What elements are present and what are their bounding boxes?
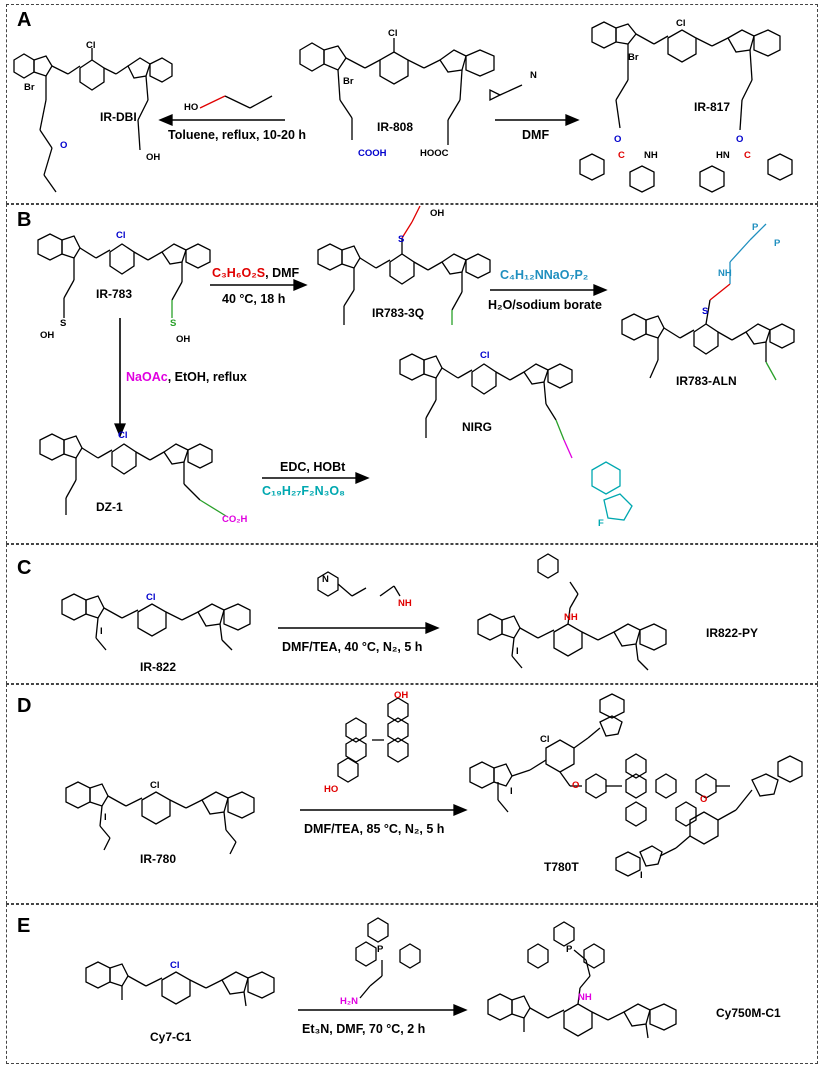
- ir-dbi-label: IR-DBI: [100, 110, 137, 124]
- ir808-hooc: HOOC: [420, 148, 449, 159]
- ir-dbi-br: Br: [24, 82, 35, 93]
- panel-d-conditions: DMF/TEA, 85 °C, N₂, 5 h: [304, 822, 445, 836]
- ir783-label: IR-783: [96, 287, 133, 301]
- panel-label-e: E: [17, 915, 31, 937]
- nirg-f: F: [598, 518, 604, 529]
- cond1-solvent: , DMF: [265, 266, 300, 280]
- ir780-i: I: [104, 812, 107, 823]
- ir783-aln-label: IR783-ALN: [676, 374, 737, 388]
- t780t-label: T780T: [544, 860, 579, 874]
- ir783-oh2: OH: [176, 334, 191, 345]
- ir-dbi-cl: Cl: [86, 40, 96, 51]
- ir822-cl: Cl: [146, 592, 156, 603]
- ir808-label: IR-808: [377, 120, 414, 134]
- ir783-aln-p1: P: [752, 222, 759, 233]
- tpp-h2n: H₂N: [340, 996, 358, 1007]
- t780t-o1: O: [572, 780, 580, 791]
- ir783-s2: S: [170, 318, 177, 329]
- dz1-cl: Cl: [118, 430, 128, 441]
- t780t-i2: I: [640, 870, 643, 881]
- t780t-i1: I: [510, 786, 513, 797]
- panel-c: C: [6, 544, 818, 684]
- panel-b-cond1-reagent: C₃H₆O₂S, DMF: [212, 266, 299, 280]
- ir822-i: I: [100, 626, 103, 637]
- ir780-cl: Cl: [150, 780, 160, 791]
- ir-dbi-ester-o: O: [60, 140, 68, 151]
- ir783-3q-oh: OH: [430, 208, 445, 219]
- ir-817-br: Br: [628, 52, 639, 63]
- t780t-cl: Cl: [540, 734, 550, 745]
- panel-b-cond4-reagent: EDC, HOBt: [280, 460, 346, 474]
- ir-817-hn2: HN: [716, 150, 730, 161]
- panel-d: D: [6, 684, 818, 904]
- nirg-label: NIRG: [462, 420, 492, 434]
- cy7-c1-cl: Cl: [170, 960, 180, 971]
- t780t-o2: O: [700, 794, 708, 805]
- cond1-reagent: C₃H₆O₂S: [212, 266, 266, 280]
- panel-a: A: [6, 4, 818, 204]
- ir-817-cl: Cl: [676, 18, 686, 29]
- panel-label-d: D: [17, 695, 32, 717]
- panel-a-left-conditions: Toluene, reflux, 10-20 h: [168, 128, 307, 142]
- cy750m-c1-p: P: [566, 944, 573, 955]
- ir808-cl: Cl: [388, 28, 398, 39]
- ir-817-c1: C: [618, 150, 625, 161]
- panel-b-cond4-formula: C₁₉H₂₇F₂N₃O₈: [262, 484, 345, 498]
- panel-e: E: [6, 904, 818, 1064]
- ir-817-label: IR-817: [694, 100, 731, 114]
- butanol-ho: HO: [184, 102, 199, 113]
- panel-b-cond2-solvent: H₂O/sodium borate: [488, 298, 602, 312]
- nirg-cl: Cl: [480, 350, 490, 361]
- panel-label-b: B: [17, 209, 32, 231]
- reagent-c-n: N: [322, 574, 329, 585]
- ir780-label: IR-780: [140, 852, 177, 866]
- ir-817-o2: O: [736, 134, 744, 145]
- panel-label-a: A: [17, 9, 32, 31]
- panel-a-right-conditions: DMF: [522, 128, 550, 142]
- reagent-c-nh: NH: [398, 598, 412, 609]
- cy750m-c1-nh: NH: [578, 992, 592, 1003]
- ir822-py-label: IR822-PY: [706, 626, 759, 640]
- dcc-n: N: [530, 70, 537, 81]
- ir783-oh1: OH: [40, 330, 55, 341]
- ir783-aln-nh: NH: [718, 268, 732, 279]
- tpe-ho: HO: [324, 784, 339, 795]
- cond3-rest: , EtOH, reflux: [167, 370, 247, 384]
- ir783-s1: S: [60, 318, 67, 329]
- panel-b-cond2-reagent: C₄H₁₂NNaO₇P₂: [500, 268, 589, 282]
- ir808-br: Br: [343, 76, 354, 87]
- ir822-label: IR-822: [140, 660, 177, 674]
- ir822-py-i: I: [516, 646, 519, 657]
- panel-b-cond3: NaOAc, EtOH, reflux: [126, 370, 247, 384]
- ir-817-c2: C: [744, 150, 751, 161]
- cy7-c1-label: Cy7-C1: [150, 1030, 192, 1044]
- cond3-reagent: NaOAc: [126, 370, 168, 384]
- ir783-aln-s: S: [702, 306, 709, 317]
- panel-e-conditions: Et₃N, DMF, 70 °C, 2 h: [302, 1022, 426, 1036]
- ir783-3q-s: S: [398, 234, 405, 245]
- ir783-cl: Cl: [116, 230, 126, 241]
- cy750m-c1-label: Cy750M-C1: [716, 1006, 781, 1020]
- tpp-p: P: [377, 944, 384, 955]
- ir808-cooh: COOH: [358, 148, 387, 159]
- dz1-co2h: CO₂H: [222, 514, 248, 525]
- ir-817-nh1: NH: [644, 150, 658, 161]
- panel-c-conditions: DMF/TEA, 40 °C, N₂, 5 h: [282, 640, 423, 654]
- panel-b-cond1-temp: 40 °C, 18 h: [222, 292, 286, 306]
- ir783-3q-label: IR783-3Q: [372, 306, 425, 320]
- ir822-py-nh: NH: [564, 612, 578, 623]
- dz1-label: DZ-1: [96, 500, 123, 514]
- ir783-aln-p2: P: [774, 238, 781, 249]
- ir-817-o1: O: [614, 134, 622, 145]
- panel-b: B: [6, 204, 818, 544]
- panel-label-c: C: [17, 557, 32, 579]
- tpe-oh: OH: [394, 690, 409, 701]
- ir-dbi-oh: OH: [146, 152, 161, 163]
